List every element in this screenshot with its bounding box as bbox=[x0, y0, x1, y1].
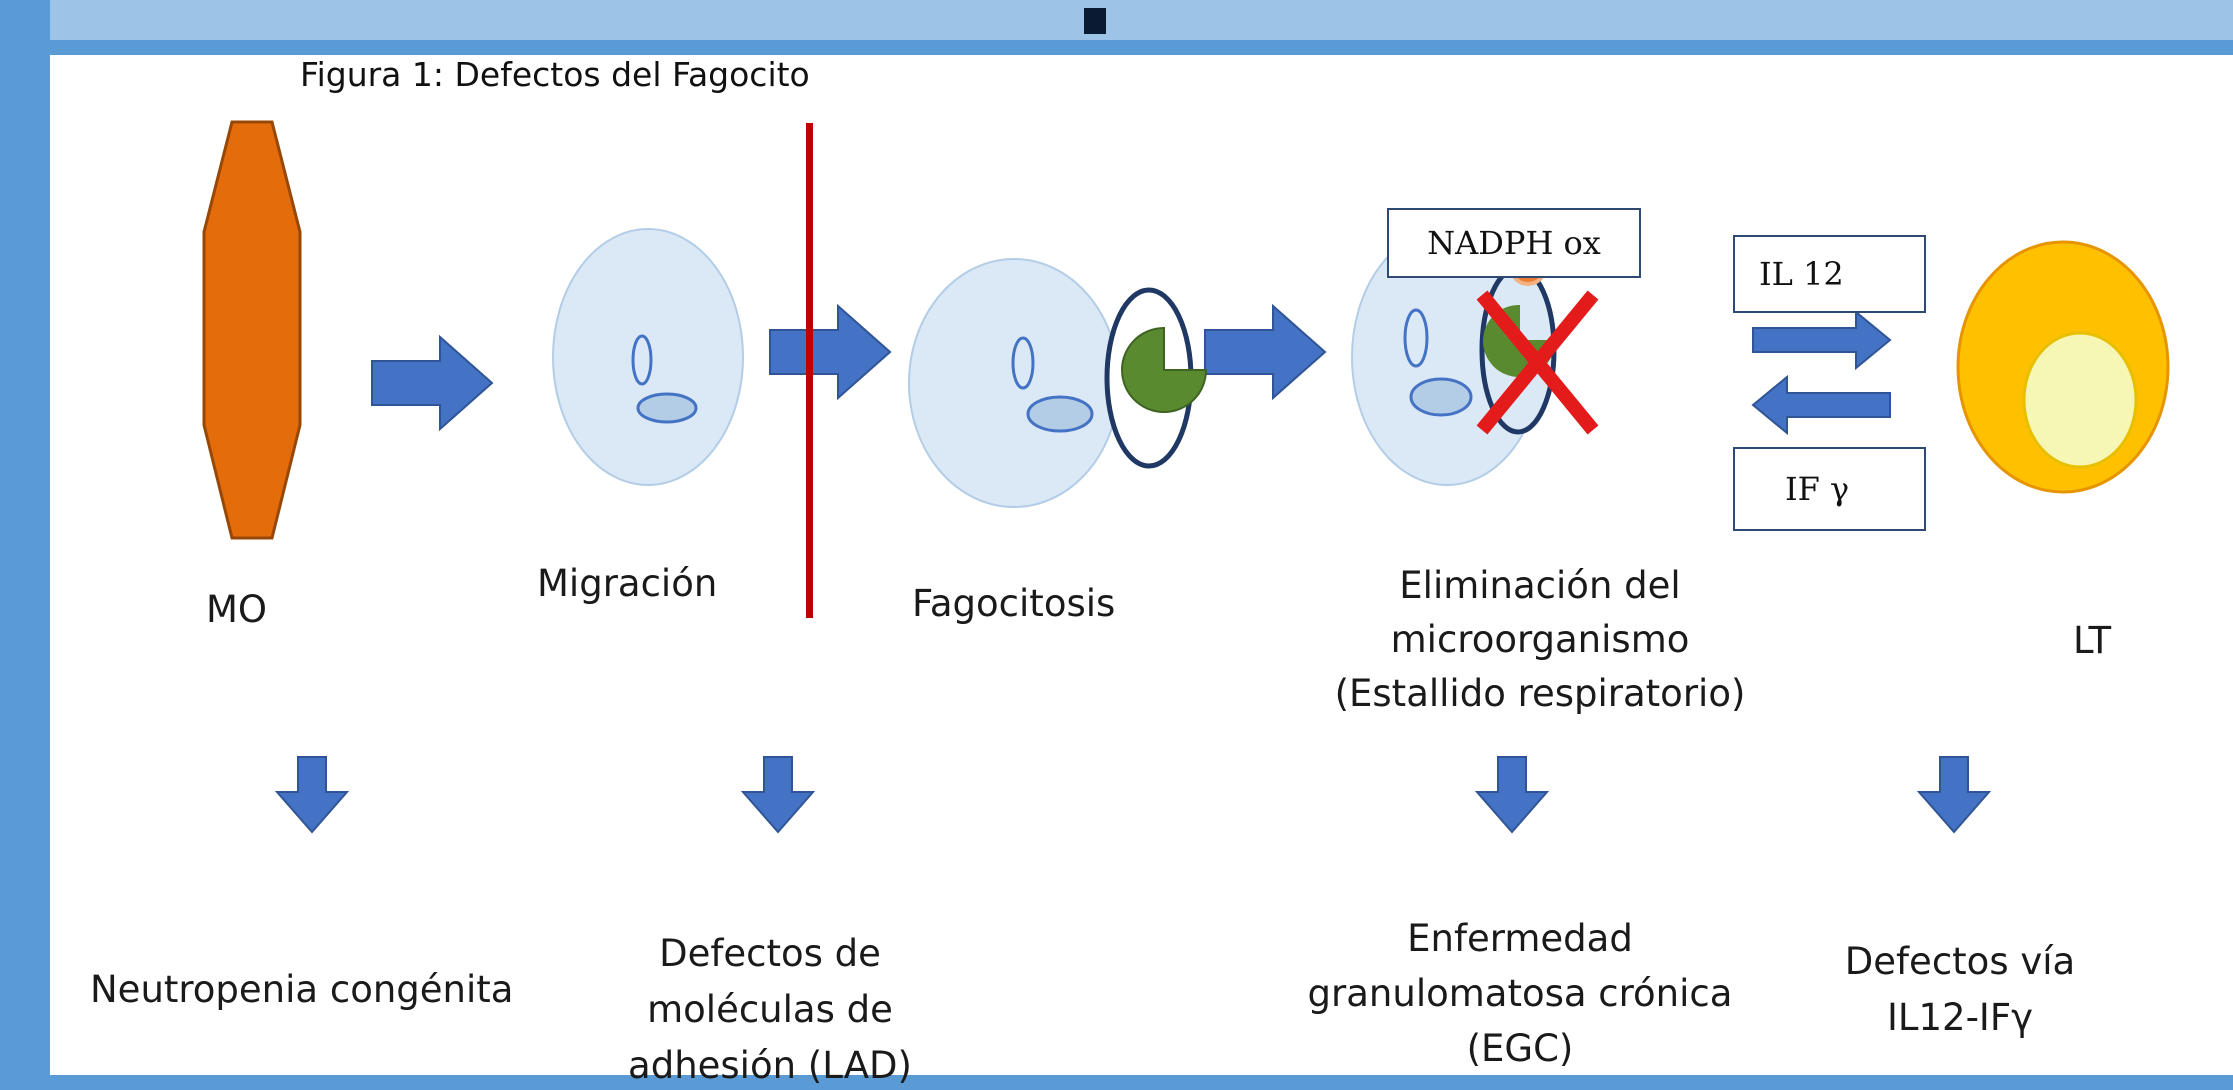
arrow-down-4 bbox=[1918, 756, 1990, 833]
arrow-down-3 bbox=[1476, 756, 1548, 833]
label-eliminacion-3: (Estallido respiratorio) bbox=[1334, 672, 1746, 715]
red-cross-line-b bbox=[1476, 290, 1599, 435]
arrow-down-1 bbox=[276, 756, 348, 833]
arrow-right-1 bbox=[371, 336, 493, 430]
defect-il12-2: IL12-IFγ bbox=[1886, 996, 2034, 1039]
label-fagocitosis: Fagocitosis bbox=[912, 582, 1116, 625]
label-eliminacion-1: Eliminación del bbox=[1399, 564, 1681, 607]
title-strip bbox=[50, 0, 2233, 40]
defect-lad-1: Defectos de bbox=[659, 932, 881, 975]
figure-title: Figura 1: Defectos del Fagocito bbox=[300, 55, 810, 94]
diagram-canvas bbox=[50, 55, 2233, 1075]
microorganism-shape bbox=[202, 120, 302, 540]
label-eliminacion-2: microorganismo bbox=[1390, 618, 1690, 661]
phagocytosis-nucleus-lower bbox=[1026, 395, 1094, 433]
title-fragment bbox=[1084, 8, 1106, 34]
defect-il12-1: Defectos vía bbox=[1844, 940, 2076, 983]
elimination-nucleus-lower bbox=[1409, 377, 1473, 417]
defect-egc-3: (EGC) bbox=[1466, 1027, 1574, 1070]
label-migracion: Migración bbox=[537, 562, 718, 605]
arrow-right-2 bbox=[769, 305, 891, 399]
lymphocyte-inner bbox=[2022, 331, 2138, 469]
nadph-ox-box: NADPH ox bbox=[1387, 208, 1641, 278]
elimination-nucleus-upper bbox=[1403, 308, 1429, 368]
il12-box: IL 12 bbox=[1733, 235, 1926, 313]
label-lt: LT bbox=[2073, 619, 2112, 662]
defect-lad-3: adhesión (LAD) bbox=[628, 1044, 912, 1087]
defect-lad-2: moléculas de bbox=[647, 988, 893, 1031]
microorganism-ingested bbox=[1121, 326, 1208, 413]
arrow-down-2 bbox=[742, 756, 814, 833]
ifg-box: IF γ bbox=[1733, 447, 1926, 531]
phagocytosis-cell bbox=[908, 258, 1120, 508]
defect-egc-2: granulomatosa crónica bbox=[1307, 972, 1733, 1015]
label-mo: MO bbox=[206, 588, 268, 631]
phagocytosis-nucleus-upper bbox=[1011, 336, 1035, 390]
arrow-il12-right bbox=[1752, 309, 1892, 371]
arrow-ifg-left bbox=[1751, 374, 1891, 436]
arrow-right-3 bbox=[1204, 305, 1326, 399]
migration-nucleus-upper bbox=[631, 334, 653, 386]
migration-nucleus-lower bbox=[636, 392, 698, 424]
defect-neutropenia: Neutropenia congénita bbox=[90, 968, 514, 1011]
red-divider-line bbox=[806, 123, 813, 618]
defect-egc-1: Enfermedad bbox=[1407, 917, 1633, 960]
